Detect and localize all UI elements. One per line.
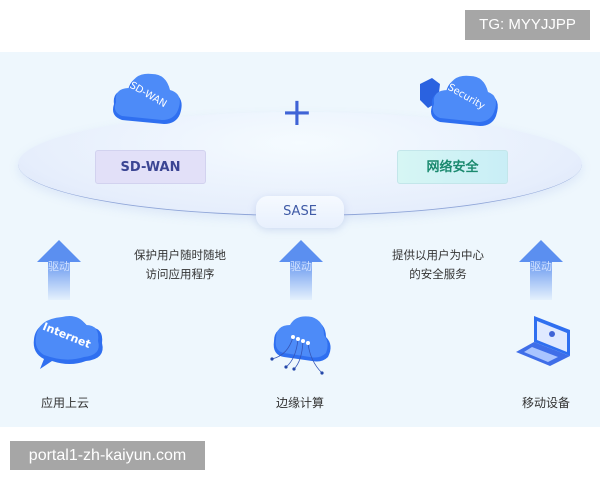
- watermark-bottom: portal1-zh-kaiyun.com: [10, 441, 205, 470]
- drive-arrow-left: 驱动: [37, 240, 81, 300]
- sase-badge: SASE: [256, 196, 344, 228]
- edge-computing-cloud-icon: [270, 316, 331, 375]
- sdwan-label-box: SD-WAN: [95, 150, 206, 184]
- caption-edge-computing: 边缘计算: [275, 396, 324, 410]
- security-label-box: 网络安全: [397, 150, 508, 184]
- internet-cloud-icon: Internet: [33, 316, 103, 369]
- caption-mobile-devices: 移动设备: [521, 396, 570, 410]
- security-cloud-icon: Security: [420, 75, 498, 126]
- watermark-top: TG: MYYJJPP: [465, 10, 590, 40]
- laptop-icon: [516, 316, 570, 366]
- plus-sign: +: [281, 90, 313, 134]
- description-right: 提供以用户为中心的安全服务: [392, 248, 484, 281]
- drive-arrow-center: 驱动: [279, 240, 323, 300]
- caption-cloud-apps: 应用上云: [40, 396, 89, 410]
- description-left: 保护用户随时随地访问应用程序: [134, 248, 226, 281]
- sdwan-cloud-icon: SD-WAN: [113, 73, 182, 124]
- drive-arrow-right: 驱动: [519, 240, 563, 300]
